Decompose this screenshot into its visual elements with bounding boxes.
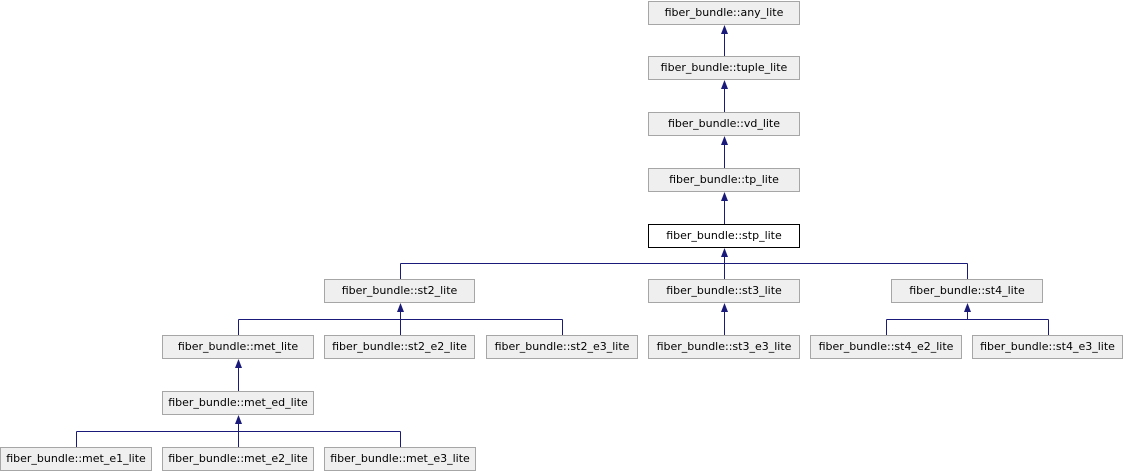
class-node-st2-e2-lite[interactable]: fiber_bundle::st2_e2_lite	[324, 335, 475, 359]
class-node-tp-lite[interactable]: fiber_bundle::tp_lite	[648, 168, 800, 192]
class-node-stp-lite-current: fiber_bundle::stp_lite	[648, 224, 800, 248]
arrowhead-met_lite	[235, 359, 242, 368]
class-node-st3-e3-lite[interactable]: fiber_bundle::st3_e3_lite	[648, 335, 800, 359]
arrowhead-st4_lite	[964, 303, 971, 312]
arrowhead-tp_lite	[721, 192, 728, 201]
class-node-vd-lite[interactable]: fiber_bundle::vd_lite	[648, 112, 800, 136]
class-node-met-lite[interactable]: fiber_bundle::met_lite	[162, 335, 314, 359]
class-node-tuple-lite[interactable]: fiber_bundle::tuple_lite	[648, 56, 800, 80]
arrowhead-tuple_lite	[721, 80, 728, 89]
arrowhead-st3_lite	[721, 303, 728, 312]
class-node-st2-e3-lite[interactable]: fiber_bundle::st2_e3_lite	[486, 335, 638, 359]
class-node-met-ed-lite[interactable]: fiber_bundle::met_ed_lite	[162, 391, 314, 415]
class-node-st4-e3-lite[interactable]: fiber_bundle::st4_e3_lite	[972, 335, 1123, 359]
arrowhead-met_ed_lite	[235, 415, 242, 424]
class-node-st3-lite[interactable]: fiber_bundle::st3_lite	[648, 279, 800, 303]
class-node-st2-lite[interactable]: fiber_bundle::st2_lite	[324, 279, 475, 303]
class-node-met-e3-lite[interactable]: fiber_bundle::met_e3_lite	[324, 447, 476, 471]
class-node-st4-lite[interactable]: fiber_bundle::st4_lite	[891, 279, 1043, 303]
class-node-met-e2-lite[interactable]: fiber_bundle::met_e2_lite	[162, 447, 314, 471]
arrowhead-any_lite	[721, 25, 728, 34]
class-node-any-lite[interactable]: fiber_bundle::any_lite	[648, 1, 800, 25]
arrowhead-stp_lite	[721, 248, 728, 257]
class-node-met-e1-lite[interactable]: fiber_bundle::met_e1_lite	[0, 447, 152, 471]
arrowhead-vd_lite	[721, 136, 728, 145]
arrowhead-st2_lite	[397, 303, 404, 312]
class-node-st4-e2-lite[interactable]: fiber_bundle::st4_e2_lite	[810, 335, 962, 359]
